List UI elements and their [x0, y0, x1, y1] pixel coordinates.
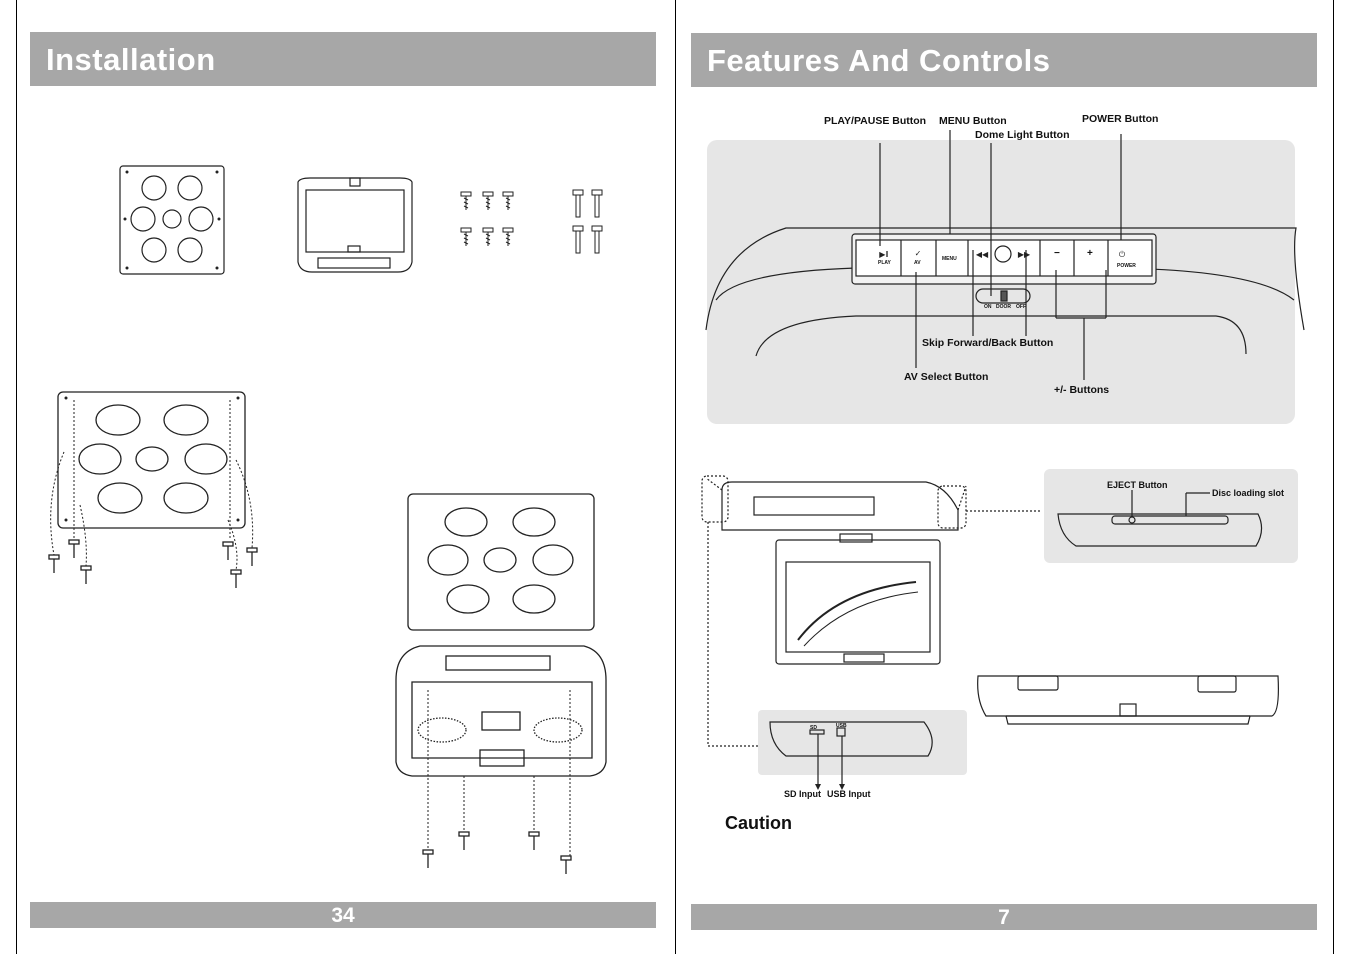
left-page-edge — [16, 0, 17, 954]
features-controls-title: Features And Controls — [691, 33, 1317, 87]
av-check-icon: ✓ — [915, 249, 922, 258]
panel-label-play: PLAY — [878, 260, 891, 266]
callout-sd-input: SD Input — [784, 789, 821, 799]
usb-port-label: USB — [836, 723, 847, 729]
power-icon: ⏻ — [1119, 250, 1126, 259]
panel-label-menu: MENU — [942, 256, 957, 262]
panel-label-minus: − — [1054, 248, 1060, 259]
page-number-7: 7 — [691, 904, 1317, 930]
skip-back-icon: ◀◀ — [976, 250, 989, 259]
callout-skip: Skip Forward/Back Button — [922, 337, 1054, 349]
mounting-plate-illustration — [48, 165, 607, 874]
callout-disc-slot: Disc loading slot — [1212, 488, 1285, 498]
switch-label-door: DOOR — [996, 304, 1011, 310]
screws-group-1 — [460, 191, 514, 246]
right-page-edge — [1333, 0, 1334, 954]
caution-heading: Caution — [725, 813, 792, 833]
plate-install-step — [48, 391, 258, 588]
unit-side-views — [701, 475, 1279, 790]
sd-slot-label: SD — [810, 725, 817, 731]
panel-label-av: AV — [914, 260, 921, 266]
callout-play-pause: PLAY/PAUSE Button — [824, 115, 927, 127]
switch-label-on: ON — [984, 304, 992, 310]
left-page: Installation — [16, 0, 676, 954]
right-page: Features And Controls — [676, 0, 1350, 954]
play-pause-icon: ▶ǁ — [879, 250, 888, 259]
switch-label-off: OFF — [1016, 304, 1026, 310]
callout-av-select: AV Select Button — [904, 371, 989, 383]
callout-usb-input: USB Input — [827, 789, 871, 799]
callout-eject: EJECT Button — [1107, 480, 1168, 490]
page-spine — [675, 0, 676, 954]
skip-forward-icon: ▶▶ — [1018, 250, 1031, 259]
monitor-illustration — [297, 177, 413, 273]
control-panel-diagram: ▶ǁ ✓ ◀◀ ▶▶ ⏻ — [705, 130, 1305, 380]
panel-label-plus: + — [1087, 248, 1093, 259]
callout-dome-light: Dome Light Button — [975, 129, 1070, 141]
screws-group-2 — [572, 189, 603, 254]
installation-title: Installation — [30, 32, 656, 86]
callout-power: POWER Button — [1082, 113, 1159, 125]
monitor-install-step — [395, 493, 607, 874]
callout-menu: MENU Button — [939, 115, 1007, 127]
page-number-34: 34 — [30, 902, 656, 928]
panel-label-power: POWER — [1117, 263, 1136, 269]
callout-plus-minus: +/- Buttons — [1054, 384, 1110, 396]
